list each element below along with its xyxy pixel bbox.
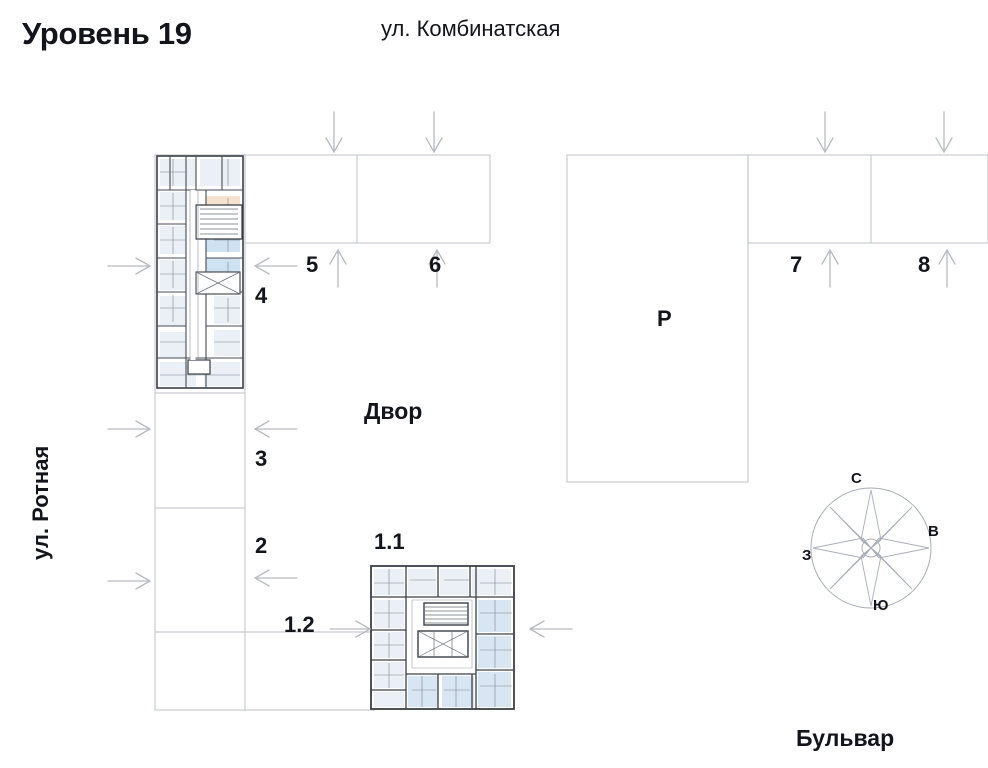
outline-west-wing <box>154 154 246 711</box>
street-label-top: ул. Комбинатская <box>381 16 561 41</box>
outline-north-wing <box>244 154 491 244</box>
compass-label-west: З <box>802 547 812 564</box>
arrow-down-7 <box>816 111 834 154</box>
arrow-left-3 <box>253 420 298 438</box>
outline-northeast-wing <box>747 154 988 244</box>
street-label-left: ул. Ротная <box>28 445 53 560</box>
section-label-1-1[interactable]: 1.1 <box>374 529 405 554</box>
arrow-up-8 <box>938 248 956 288</box>
compass-rose <box>810 487 932 609</box>
arrow-up-7 <box>821 248 839 288</box>
zone-label-courtyard: Двор <box>364 398 423 424</box>
section-label-3[interactable]: 3 <box>255 446 268 471</box>
floorplan-section-1-1 <box>370 565 515 710</box>
compass-label-east: В <box>928 523 939 540</box>
section-label-2[interactable]: 2 <box>255 533 268 558</box>
arrow-left-4 <box>253 257 298 275</box>
compass-label-south: Ю <box>873 597 889 614</box>
arrow-down-8 <box>935 111 953 154</box>
arrow-right-1-2 <box>329 620 372 638</box>
compass-label-north: С <box>851 470 862 487</box>
section-label-8[interactable]: 8 <box>918 252 931 277</box>
section-label-1-2[interactable]: 1.2 <box>284 612 315 637</box>
arrow-right-street-1 <box>107 257 152 275</box>
entrance-arrows <box>107 111 956 638</box>
page-title: Уровень 19 <box>22 16 192 51</box>
arrow-up-5 <box>329 248 347 288</box>
section-label-4[interactable]: 4 <box>255 283 268 308</box>
building-outlines <box>154 154 988 711</box>
arrow-right-street-2 <box>107 420 152 438</box>
arrow-right-street-3 <box>107 572 152 590</box>
zone-label-parking: Р <box>657 306 672 331</box>
arrow-left-1-1 <box>528 620 573 638</box>
street-label-bottom-right: Бульвар <box>796 725 895 751</box>
compass-circle <box>810 487 932 609</box>
section-label-7[interactable]: 7 <box>790 252 803 277</box>
compass-hub <box>861 538 881 558</box>
arrow-down-5 <box>325 111 343 154</box>
arrow-down-6 <box>425 111 443 154</box>
outline-parking-block <box>566 154 749 483</box>
floorplan-section-4 <box>156 155 244 389</box>
arrow-up-6 <box>428 248 446 288</box>
compass-star <box>812 489 930 607</box>
arrow-left-2 <box>253 569 298 587</box>
section-label-6[interactable]: 6 <box>429 252 442 277</box>
section-label-5[interactable]: 5 <box>306 252 319 277</box>
